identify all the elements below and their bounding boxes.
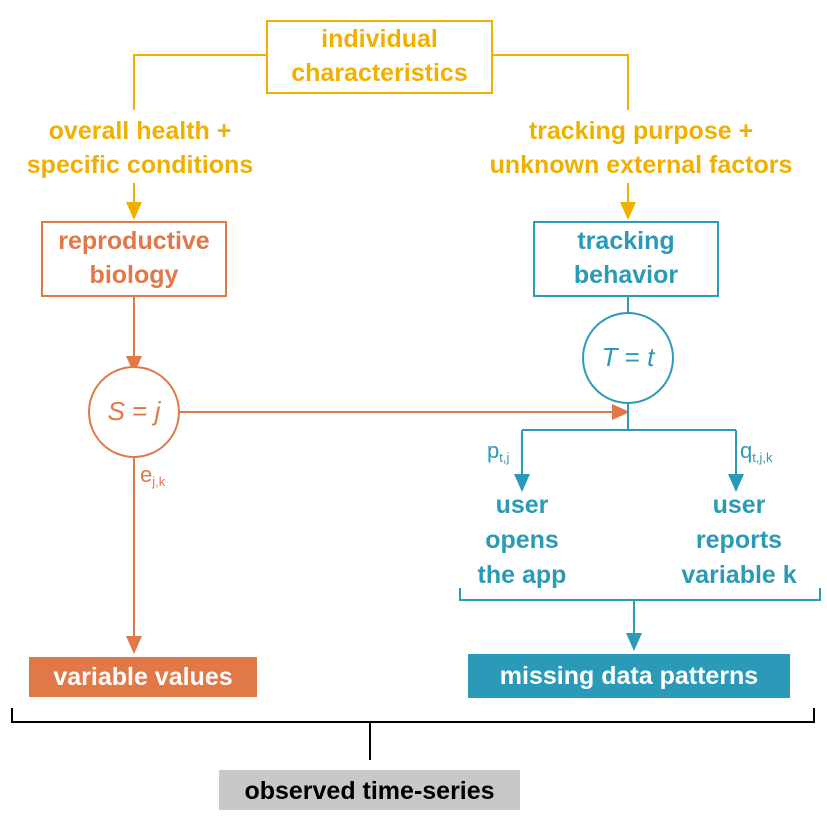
- variable-values-box: variable values: [29, 657, 257, 697]
- health-label: overall health + specific conditions: [26, 117, 254, 179]
- tracking-behavior-label: tracking behavior: [573, 227, 679, 289]
- individual-characteristics-label: individual characteristics: [291, 25, 468, 87]
- edge-state-t-split: [522, 403, 736, 431]
- state-s-circle: [88, 366, 180, 458]
- bracket-observed: [11, 708, 815, 723]
- edge-label-e: ej,k: [140, 462, 166, 489]
- user-opens-app-label: user opens the app: [477, 491, 567, 589]
- edge-label-q: qt,j,k: [740, 438, 773, 465]
- missing-data-patterns-box: missing data patterns: [468, 654, 790, 698]
- edge-individual-split: [133, 54, 629, 110]
- bracket-teal: [459, 588, 821, 601]
- reproductive-biology-label: reproductive biology: [58, 227, 210, 289]
- user-reports-variable-label: user reports variable k: [681, 491, 797, 589]
- tracking-behavior-box: [533, 221, 719, 297]
- observed-time-series-box: observed time-series: [219, 770, 520, 810]
- purpose-label: tracking purpose + unknown external fact…: [489, 117, 793, 179]
- state-t-label: T = t: [601, 342, 655, 372]
- individual-characteristics-box: [266, 20, 493, 94]
- reproductive-biology-box: [41, 221, 227, 297]
- state-s-label: S = j: [107, 396, 161, 426]
- edge-label-p: pt,j: [487, 438, 510, 465]
